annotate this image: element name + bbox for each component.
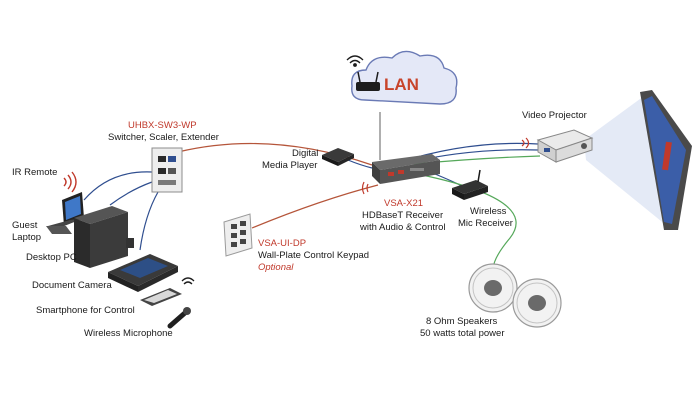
projector-label: Video Projector <box>522 110 587 121</box>
laptop-video-cable <box>83 171 153 201</box>
guest-laptop-label-line2: Laptop <box>12 232 41 243</box>
speakers-label-line1: 8 Ohm Speakers <box>426 316 498 327</box>
document-camera-label: Document Camera <box>32 280 112 291</box>
media-player-cable <box>347 159 373 169</box>
projector-icon <box>536 129 594 163</box>
wifi-icon <box>346 55 364 67</box>
pc-video-cable <box>109 181 153 206</box>
switcher-wall-plate <box>151 147 183 193</box>
receiver-device <box>372 154 440 184</box>
document-camera-icon <box>108 254 178 292</box>
receiver-label-line2: with Audio & Control <box>359 222 446 233</box>
speakers-label-line2: 50 watts total power <box>420 328 505 339</box>
keypad-wall-plate <box>223 213 253 257</box>
guest-laptop-label-line1: Guest <box>12 220 38 231</box>
wireless-microphone-icon <box>167 307 191 329</box>
lan-label: LAN <box>384 75 419 94</box>
desktop-pc-icon <box>74 206 134 268</box>
doccam-video-cable <box>139 191 159 251</box>
receiver-model-label: VSA-X21 <box>384 198 423 209</box>
desktop-pc-label: Desktop PC <box>26 252 77 263</box>
speaker-left-icon <box>468 263 518 313</box>
switcher-model-label: UHBX-SW3-WP <box>128 120 197 131</box>
smartphone-label: Smartphone for Control <box>36 305 135 316</box>
laptop-icon <box>46 192 84 234</box>
switcher-description-label: Switcher, Scaler, Extender <box>108 132 219 143</box>
smartphone-icon <box>140 288 182 306</box>
ir-remote-label: IR Remote <box>12 167 57 178</box>
projector-ir-signal-icon <box>521 137 530 149</box>
mic-receiver-icon <box>452 169 488 200</box>
lan-cloud: LAN <box>346 50 458 105</box>
keypad-note-label: Optional <box>258 262 294 273</box>
ir-signal-icon <box>63 171 77 193</box>
media-player-label-line1: Digital <box>292 148 318 159</box>
media-player-label-line2: Media Player <box>262 160 317 171</box>
projection-screen <box>640 90 692 230</box>
media-player-icon <box>322 148 354 166</box>
keypad-cable <box>251 184 379 229</box>
speaker-right-icon <box>512 278 562 328</box>
keypad-model-label: VSA-UI-DP <box>258 238 306 249</box>
keypad-description-label: Wall-Plate Control Keypad <box>258 250 369 261</box>
wireless-microphone-label: Wireless Microphone <box>84 328 173 339</box>
receiver-ir-signal-icon <box>361 181 369 195</box>
mic-receiver-label-line1: Wireless <box>470 206 507 217</box>
smartphone-wifi-icon <box>181 277 195 285</box>
receiver-label-line1: HDBaseT Receiver <box>362 210 443 221</box>
router-icon <box>356 71 380 91</box>
mic-receiver-label-line2: Mic Receiver <box>458 218 513 229</box>
